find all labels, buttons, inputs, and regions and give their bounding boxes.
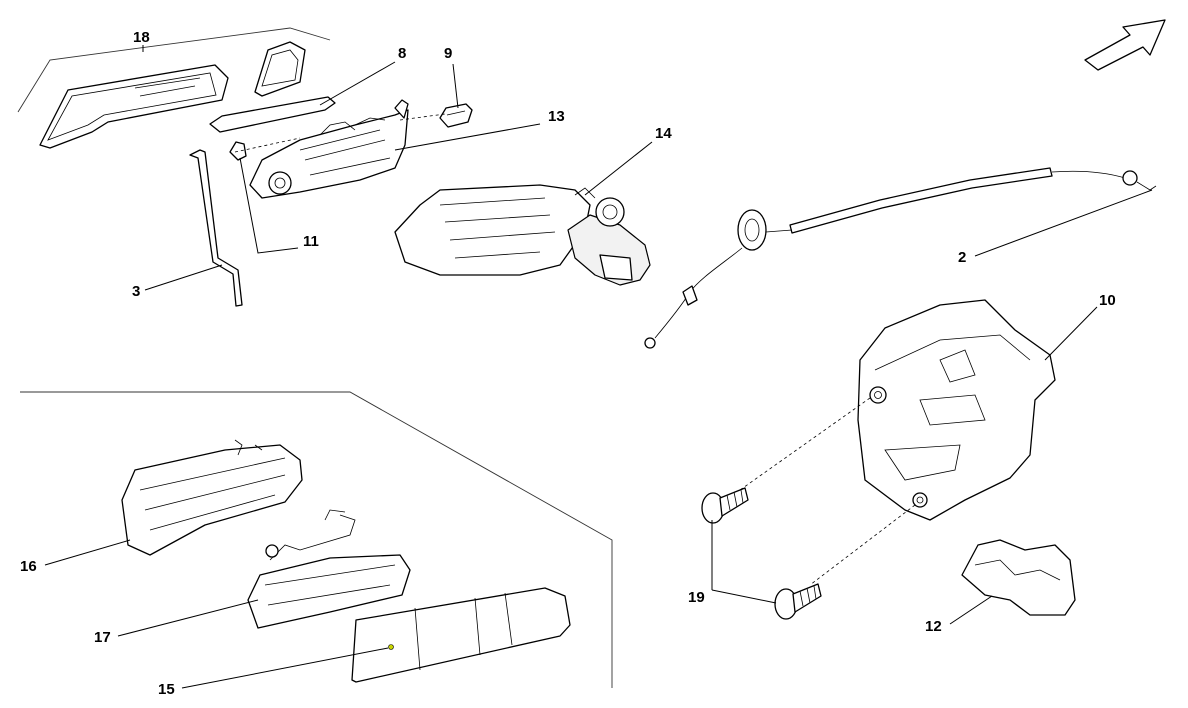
part-8-gasket	[209, 96, 336, 133]
callout-17: 17	[94, 629, 111, 646]
callout-14: 14	[655, 125, 672, 142]
leader-8	[319, 61, 396, 106]
callout-2: 2	[958, 249, 966, 266]
callout-13: 13	[548, 108, 565, 125]
part-19-screw-upper	[701, 487, 749, 524]
group-frame-top	[17, 27, 331, 113]
callout-labels: 18 8 9 13 14 11 3 2 10 16 17 15 19 12	[20, 29, 1116, 698]
assembly-line-screw-upper	[739, 397, 871, 491]
callout-15: 15	[158, 681, 175, 698]
marker-dot	[388, 644, 394, 650]
callout-11: 11	[303, 233, 319, 250]
callout-10: 10	[1099, 292, 1116, 309]
callout-12: 12	[925, 618, 942, 635]
part-11-clip	[229, 141, 247, 161]
part-2-cable	[644, 167, 1157, 349]
part-14-carrier-housing	[394, 184, 651, 286]
part-17-handle-lever	[247, 509, 411, 629]
part-15-handle-cover	[351, 587, 571, 683]
callout-8: 8	[398, 45, 406, 62]
part-13-handle-mechanism	[249, 99, 409, 199]
leader-17	[117, 599, 259, 637]
part-10-door-lock	[857, 299, 1056, 521]
callout-9: 9	[444, 45, 452, 62]
group-frame-bottom	[20, 391, 613, 688]
part-19-screw-lower	[774, 583, 822, 620]
leader-19	[711, 520, 777, 604]
assembly-line-upper	[234, 113, 446, 153]
part-12-bracket	[961, 539, 1076, 616]
callout-19: 19	[688, 589, 705, 606]
part-16-handle-base	[121, 439, 303, 556]
leader-2	[974, 189, 1153, 257]
leader-lines	[44, 45, 1153, 689]
direction-arrow-icon	[1084, 19, 1166, 71]
leader-12	[949, 595, 993, 625]
leader-15	[181, 647, 389, 689]
part-3-rod	[189, 149, 243, 307]
part-18-handle-trim	[39, 41, 306, 149]
leader-9	[452, 63, 459, 109]
leader-13	[394, 123, 541, 151]
leader-3	[144, 264, 223, 291]
leader-14	[584, 141, 653, 196]
callout-18: 18	[133, 29, 150, 46]
part-9-clip	[439, 103, 473, 128]
leader-11	[239, 157, 299, 254]
callout-3: 3	[132, 283, 140, 300]
leader-16	[44, 539, 131, 566]
leader-10	[1044, 306, 1098, 361]
callout-16: 16	[20, 558, 37, 575]
assembly-line-screw-lower	[809, 504, 916, 586]
